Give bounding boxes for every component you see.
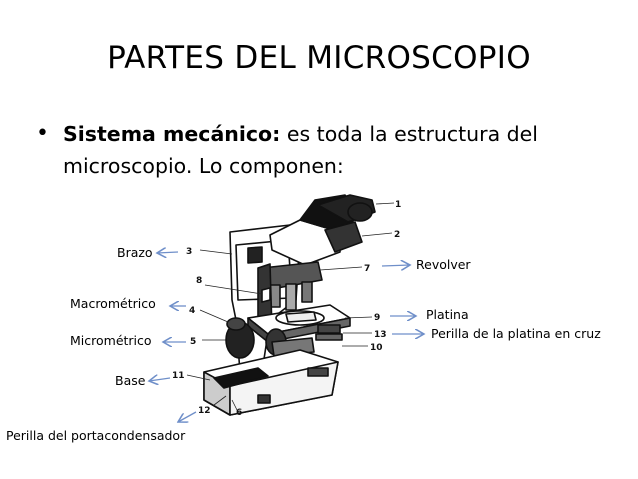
callout-number: 6	[236, 408, 242, 418]
callout-number: 3	[186, 247, 192, 257]
callout-number: 9	[374, 313, 380, 323]
label-platina: Platina	[426, 307, 469, 322]
callout-number: 5	[190, 337, 196, 347]
bullet-icon: •	[36, 121, 49, 146]
label-macrometrico: Macrométrico	[70, 296, 156, 311]
label-base: Base	[115, 373, 146, 388]
bullet-text: Sistema mecánico: es toda la estructura …	[63, 118, 603, 182]
arrow-base	[149, 378, 171, 381]
microscope-drawing	[203, 194, 376, 416]
callout-lines	[186, 202, 395, 413]
arrow-revolver	[381, 265, 410, 266]
annotation-arrows	[149, 252, 424, 422]
arrow-portacondensador	[178, 411, 197, 422]
callout-numbers: 1 2 3 7 8 4 9 13 5 10 11 12 6	[172, 200, 401, 418]
callout-number: 2	[394, 230, 400, 240]
callout-number: 4	[189, 306, 195, 316]
callout-number: 8	[196, 276, 202, 286]
label-micrometrico: Micrométrico	[70, 333, 152, 348]
slide-title: PARTES DEL MICROSCOPIO	[107, 40, 531, 76]
bullet-body: es toda la estructura del microscopio. L…	[63, 122, 538, 178]
callout-number: 7	[364, 264, 370, 274]
callout-number: 10	[370, 343, 383, 353]
label-perilla-portacondensador: Perilla del portacondensador	[6, 428, 186, 443]
arrow-brazo	[157, 252, 179, 253]
bullet-bold: Sistema mecánico:	[63, 122, 281, 146]
label-brazo: Brazo	[117, 245, 153, 260]
callout-number: 12	[198, 406, 211, 416]
label-revolver: Revolver	[416, 257, 471, 272]
callout-number: 1	[395, 200, 401, 210]
callout-number: 13	[374, 330, 387, 340]
label-perilla-platina: Perilla de la platina en cruz	[431, 326, 601, 341]
callout-number: 11	[172, 371, 185, 381]
